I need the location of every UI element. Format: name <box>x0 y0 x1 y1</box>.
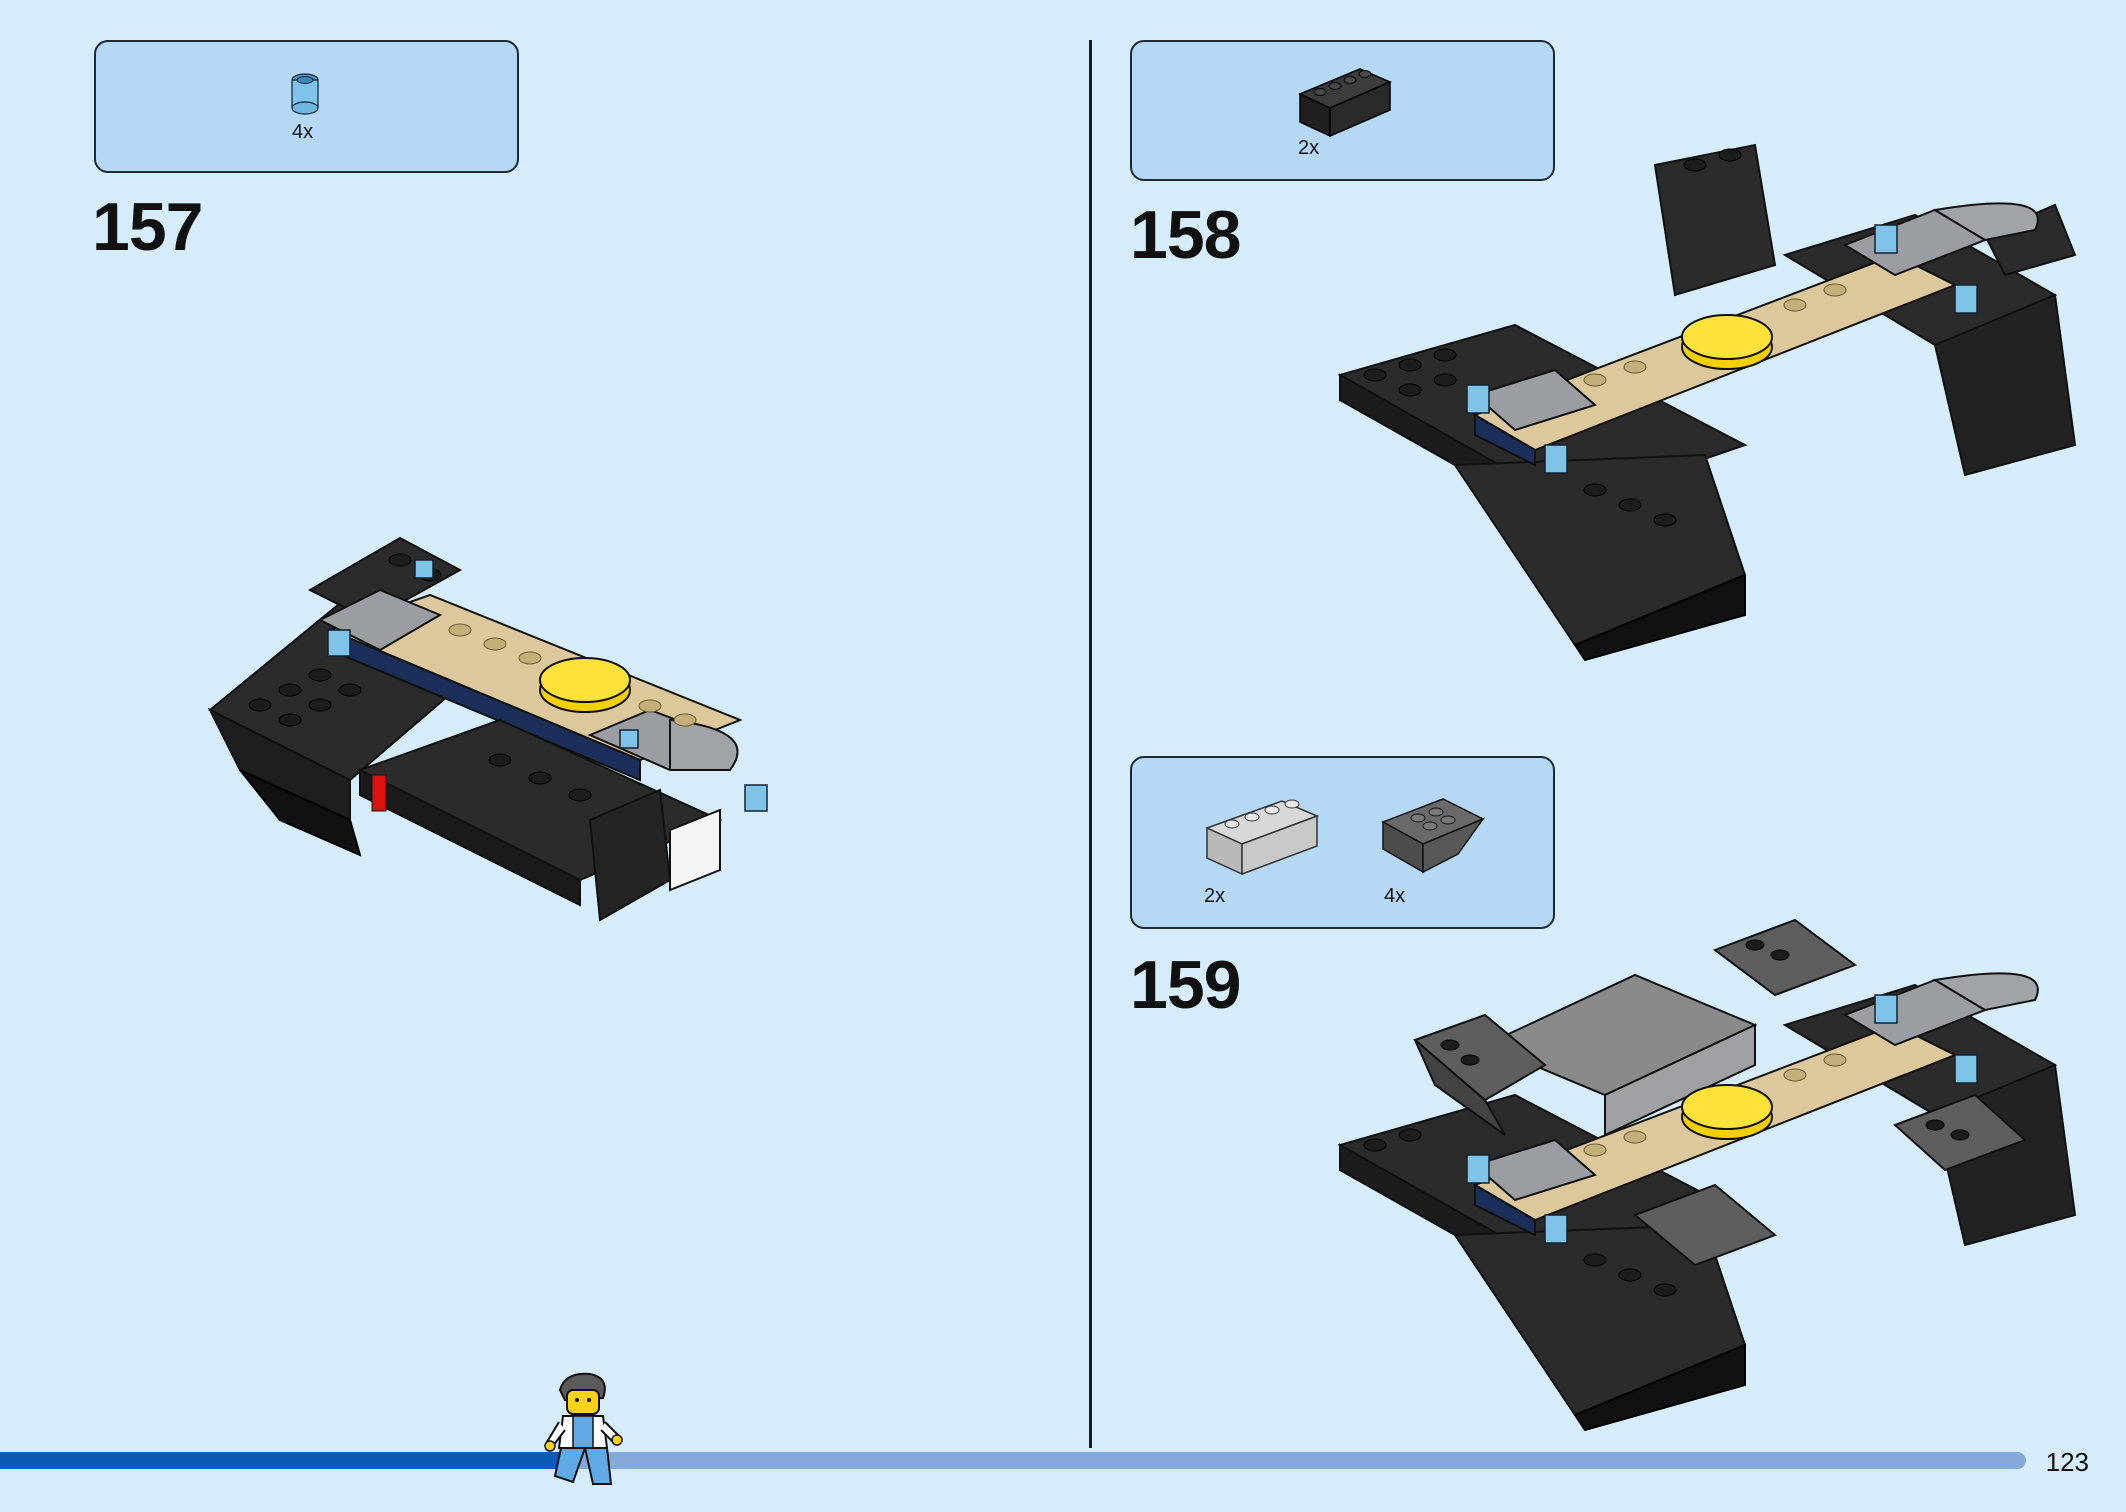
part-quantity: 2x <box>1204 885 1226 907</box>
step-number-158: 158 <box>1130 197 1241 273</box>
part-quantity: 4x <box>1384 885 1406 907</box>
step-number-157: 157 <box>92 189 203 265</box>
parts-callout-step-158: 2x <box>1130 40 1555 181</box>
parts-callout-step-159: 2x 4x <box>1130 756 1555 929</box>
model-assembly-step-157 <box>207 536 768 922</box>
page-divider <box>1089 40 1092 1448</box>
part-quantity: 4x <box>292 121 314 143</box>
parts-callout-step-157: 4x <box>94 40 519 173</box>
light-gray-brick-icon <box>1205 799 1320 876</box>
round-plate-icon <box>291 73 319 115</box>
minifigure-icon <box>544 1372 623 1485</box>
step-number-159: 159 <box>1130 947 1241 1023</box>
model-assembly-step-159 <box>1337 918 2077 1432</box>
part-quantity: 2x <box>1298 137 1320 159</box>
page-number: 123 <box>2045 1447 2089 1477</box>
dark-gray-slope-icon <box>1381 798 1486 874</box>
progress-bar-track <box>0 1452 2026 1469</box>
black-brick-icon <box>1298 68 1392 138</box>
progress-bar-fill <box>0 1452 578 1469</box>
model-assembly-step-158 <box>1337 143 2077 662</box>
